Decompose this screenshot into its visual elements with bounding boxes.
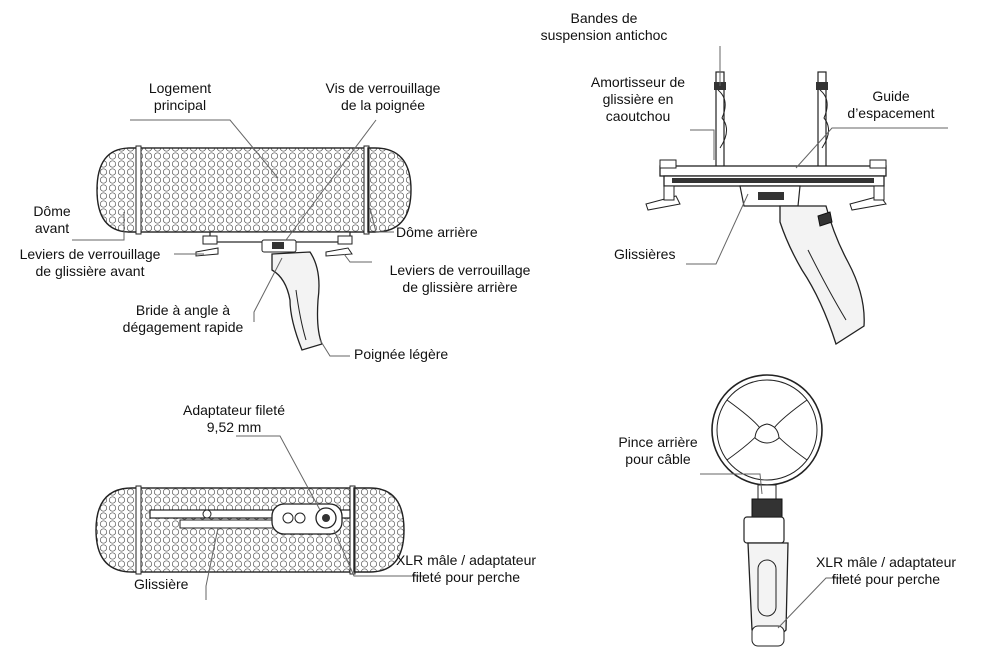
label-dome-arriere: Dôme arrière <box>396 224 478 240</box>
label-leviers-avant: Leviers de verrouillage de glissière ava… <box>19 246 161 279</box>
label-bandes: Bandes de suspension antichoc <box>540 10 668 43</box>
label-xlr-bottom: XLR mâle / adaptateur fileté pour perche <box>395 552 537 585</box>
suspension-view-drawing <box>645 71 887 346</box>
side-view-drawing <box>96 145 412 351</box>
label-vis-verrouillage: Vis de verrouillage de la poignée <box>325 80 441 113</box>
leader-lines <box>72 46 948 629</box>
label-poignee: Poignée légère <box>354 346 449 362</box>
label-pince: Pince arrière pour câble <box>618 434 698 467</box>
label-xlr-right: XLR mâle / adaptateur fileté pour perche <box>815 554 957 587</box>
label-amortisseur: Amortisseur de glissière en caoutchou <box>590 74 686 124</box>
label-dome-avant: Dôme avant <box>33 203 71 236</box>
top-view-drawing <box>95 485 405 575</box>
label-leviers-arriere: Leviers de verrouillage de glissière arr… <box>389 262 531 295</box>
label-adaptateur: Adaptateur fileté 9,52 mm <box>183 402 285 435</box>
label-glissieres: Glissières <box>614 246 676 262</box>
rear-view-drawing <box>711 374 823 647</box>
label-guide: Guide d’espacement <box>847 88 935 121</box>
label-glissiere: Glissière <box>134 576 189 592</box>
label-bride: Bride à angle à dégagement rapide <box>122 302 244 335</box>
label-logement-principal: Logement principal <box>148 80 212 113</box>
